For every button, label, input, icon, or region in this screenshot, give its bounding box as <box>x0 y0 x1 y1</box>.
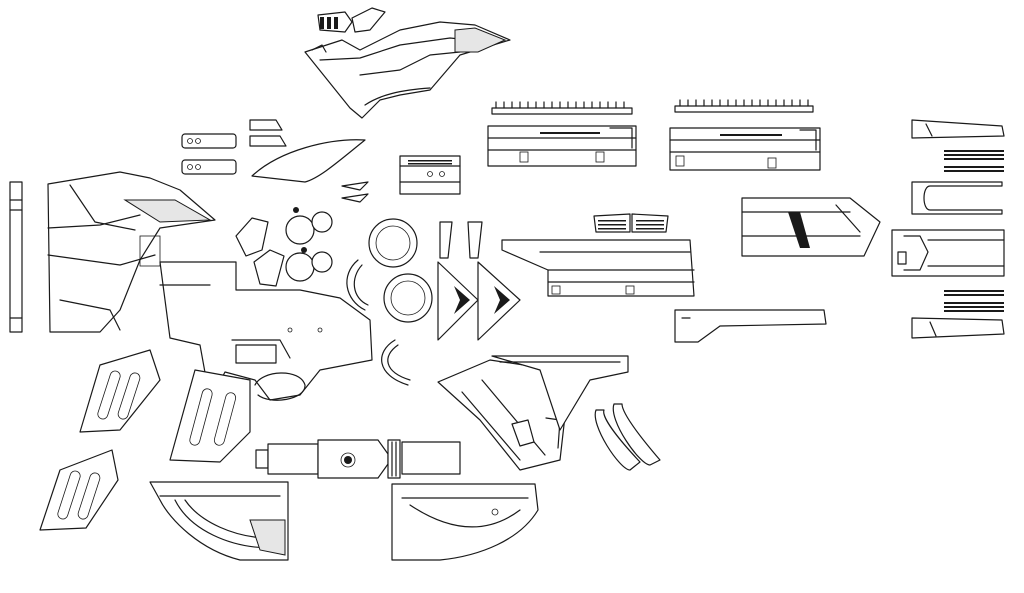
long-lever-part <box>674 309 827 343</box>
grip-prongs-part <box>594 403 661 471</box>
foregrip-right-part <box>491 355 629 431</box>
prong-part <box>439 221 483 259</box>
ring-bottom-part <box>383 273 433 323</box>
side-clip-mid <box>891 229 1005 277</box>
grip-panel-upper <box>79 349 161 433</box>
small-tabs-part <box>181 119 287 175</box>
canister-part <box>255 439 461 479</box>
main-body-part <box>159 261 373 401</box>
vertical-bar-part <box>9 181 23 333</box>
rail-right-part <box>674 99 814 113</box>
muzzle-block-part <box>741 197 881 257</box>
pivot-gears-part <box>285 207 333 282</box>
cap-box-part <box>399 155 461 195</box>
stock-left-part <box>149 481 289 561</box>
side-clip-upper <box>911 150 1004 215</box>
arc-pieces-part <box>346 259 411 386</box>
vent-grilles-part <box>593 213 669 233</box>
bracket-pieces-part <box>235 217 285 287</box>
receiver-left-part <box>47 171 216 333</box>
rail-left-part <box>491 101 633 115</box>
small-blade-part <box>251 139 369 203</box>
barrel-housing-right <box>669 127 821 171</box>
grip-panel-lower <box>39 449 119 531</box>
ring-top-part <box>368 218 418 268</box>
side-clip-bottom <box>911 290 1005 339</box>
grip-panel-center <box>169 369 251 463</box>
vent-chevrons-part <box>437 261 521 341</box>
barrel-shroud-part <box>501 239 695 297</box>
top-shroud-part <box>304 7 511 119</box>
side-clip-top <box>911 119 1005 139</box>
barrel-housing-left <box>487 125 637 167</box>
stock-right-part <box>391 483 539 561</box>
foregrip-left-part <box>437 359 571 471</box>
